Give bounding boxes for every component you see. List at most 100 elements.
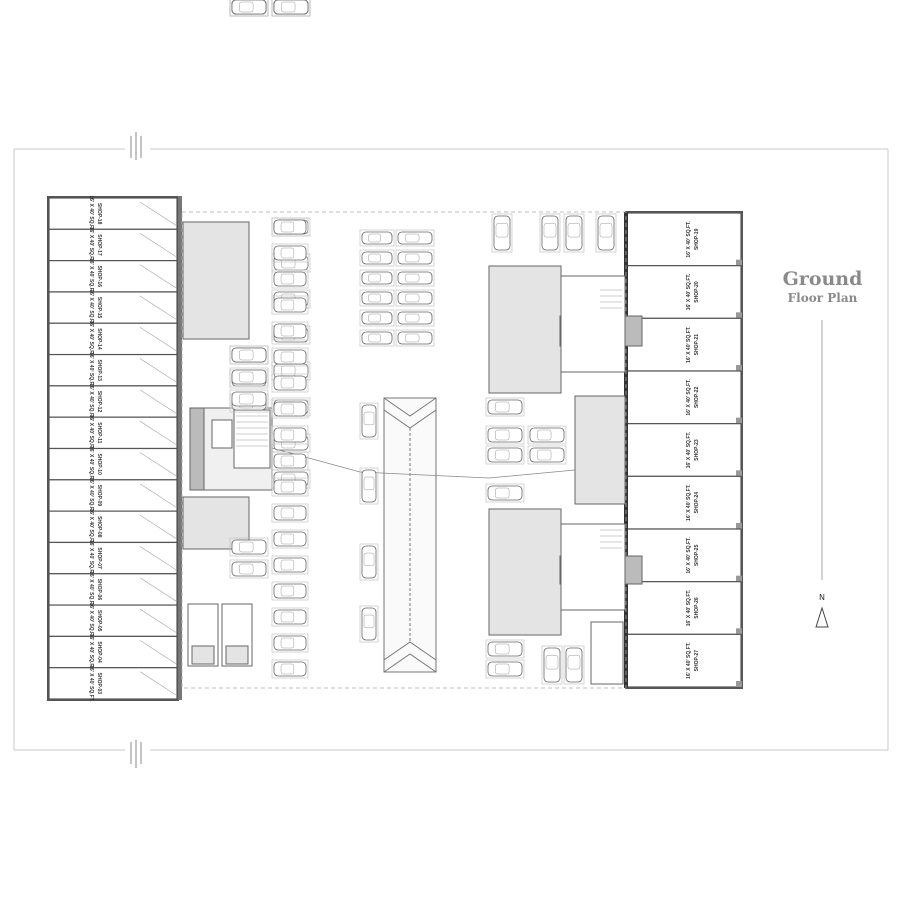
car-roof xyxy=(239,393,254,405)
car-body xyxy=(487,427,523,443)
car xyxy=(359,309,395,327)
car-roof xyxy=(368,333,381,343)
car xyxy=(271,243,309,263)
shop-size: 16' X 40' SQ.FT. xyxy=(88,446,94,483)
car xyxy=(359,605,379,643)
shop-outline xyxy=(48,385,178,418)
car xyxy=(563,645,585,685)
car-roof xyxy=(567,655,581,670)
car-roof xyxy=(368,313,381,323)
car-body xyxy=(487,661,523,677)
car xyxy=(271,399,309,419)
left-core xyxy=(182,221,273,667)
shop-stair-line xyxy=(139,514,177,539)
shop-column xyxy=(736,259,742,266)
car-body xyxy=(361,469,377,503)
parking-bay xyxy=(271,399,309,419)
shop-size: 16' X 40' SQ.FT. xyxy=(686,642,692,679)
car xyxy=(271,555,309,575)
car xyxy=(271,451,309,471)
car-roof xyxy=(495,429,510,441)
car xyxy=(485,445,525,465)
parking-bay xyxy=(527,445,567,465)
shop-outline xyxy=(626,423,742,477)
plan-subtitle: Floor Plan xyxy=(787,291,858,305)
parking-bay xyxy=(359,605,379,643)
car-body xyxy=(397,251,433,265)
car-roof xyxy=(405,333,420,343)
parking-bay xyxy=(395,309,435,327)
car-body xyxy=(273,349,307,365)
car-roof xyxy=(280,351,295,363)
shop-stair-line xyxy=(139,640,177,664)
car-body xyxy=(361,311,393,325)
parking-bay xyxy=(563,213,585,253)
car-roof xyxy=(280,429,295,441)
car-body xyxy=(231,347,267,363)
shop-outline xyxy=(48,541,178,575)
car xyxy=(359,269,395,287)
car-body xyxy=(529,447,565,463)
car xyxy=(539,213,561,253)
car xyxy=(229,559,269,579)
shop-column xyxy=(736,417,742,424)
car-roof xyxy=(405,293,420,303)
parking-bay xyxy=(271,373,309,393)
parking-bay xyxy=(229,367,269,387)
shop-outline xyxy=(48,510,178,544)
plan-title: Ground xyxy=(782,268,863,290)
car xyxy=(359,329,395,347)
car-body xyxy=(361,331,393,345)
shop-stair-line xyxy=(139,358,177,383)
car-roof xyxy=(281,1,296,13)
car-roof xyxy=(280,273,295,285)
parking-bay xyxy=(271,477,309,497)
north-label: N xyxy=(819,593,825,602)
shop-name: SHOP-03 xyxy=(96,673,102,695)
shop-size: 16' X 40' SQ.FT. xyxy=(686,536,692,573)
car-roof xyxy=(495,487,510,499)
shop-size: 16' X 40' SQ.FT. xyxy=(88,509,94,546)
parking-bay xyxy=(541,645,563,685)
shop-name: SHOP-26 xyxy=(694,597,700,619)
car-roof xyxy=(280,481,295,493)
car xyxy=(271,659,309,679)
car xyxy=(359,289,395,307)
shop-outline xyxy=(48,604,178,637)
car-body xyxy=(273,297,307,313)
shop-name: SHOP-12 xyxy=(96,391,102,413)
car-body xyxy=(597,215,615,251)
parking-bay xyxy=(359,543,379,581)
shop-outline xyxy=(626,581,742,635)
shop-outline xyxy=(48,573,178,606)
car-roof xyxy=(368,253,381,263)
shop-name: SHOP-08 xyxy=(96,516,102,538)
car xyxy=(563,213,585,253)
car-roof xyxy=(239,349,254,361)
car-roof xyxy=(280,377,295,389)
car-roof xyxy=(495,663,510,675)
shop-outline xyxy=(48,479,178,512)
car-body xyxy=(487,485,523,501)
car-body xyxy=(273,635,307,651)
parking-bay xyxy=(485,639,525,659)
car-roof xyxy=(537,429,552,441)
car-roof xyxy=(239,371,254,383)
shop-outline xyxy=(48,447,178,481)
car xyxy=(271,321,309,341)
car-roof xyxy=(405,273,420,283)
parking-bay xyxy=(229,0,269,17)
parking-bay xyxy=(595,213,617,253)
car-roof xyxy=(363,411,375,426)
shop-size: 16' X 40' SQ.FT. xyxy=(88,383,94,420)
shop-name: SHOP-09 xyxy=(96,485,102,507)
parking-bay xyxy=(271,555,309,575)
